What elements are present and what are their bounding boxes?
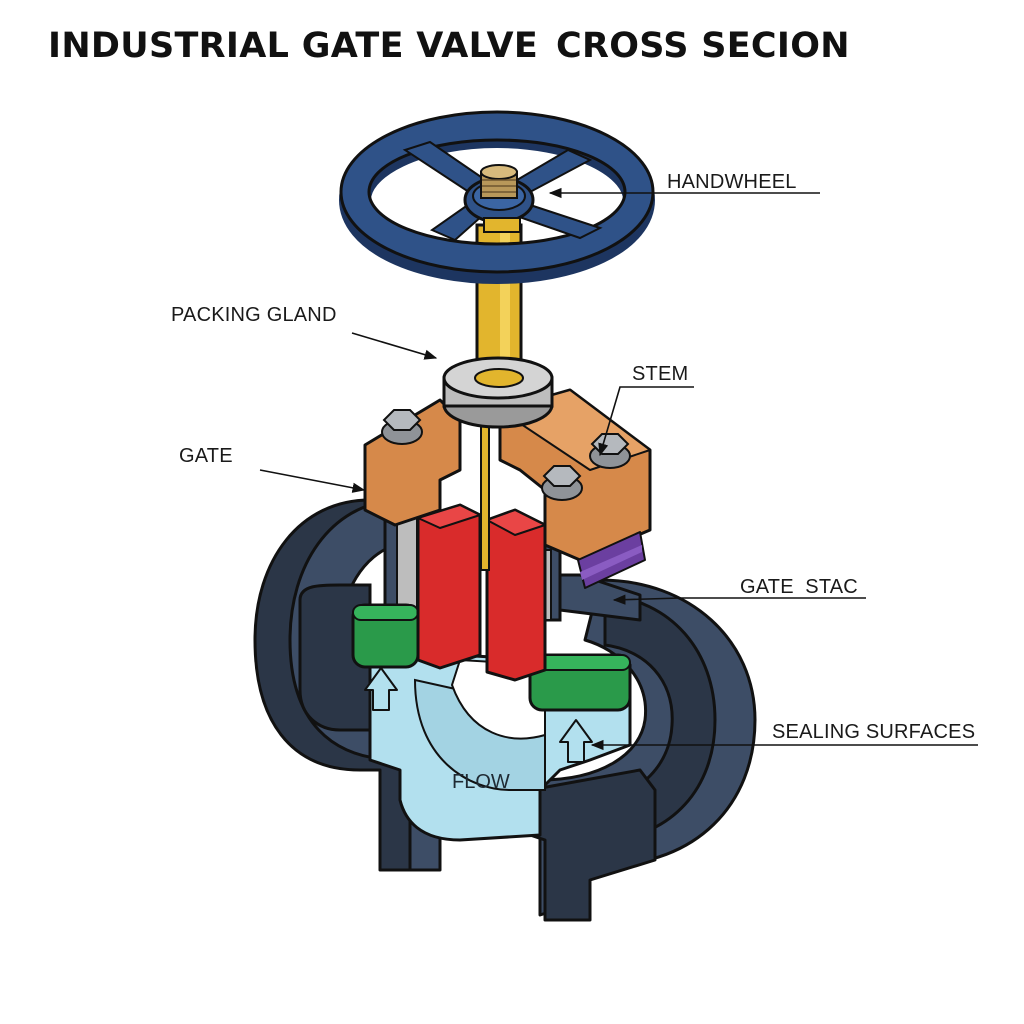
leader-lines xyxy=(259,187,978,751)
gasket-lower xyxy=(580,545,642,580)
liner-left xyxy=(396,514,418,616)
bolt-center xyxy=(541,465,583,501)
flow-arrow-left xyxy=(364,667,398,711)
bolt-left xyxy=(381,409,423,445)
wheel-rim-edge-outer xyxy=(339,110,655,274)
label-handwheel: HANDWHEEL xyxy=(667,171,797,193)
leader-stem xyxy=(598,386,694,457)
gate-left-half xyxy=(416,503,482,670)
body-right-flange xyxy=(528,768,657,922)
wheel-rim-edge-inner xyxy=(367,138,627,246)
leader-gate-stac xyxy=(612,594,866,605)
packing-gland xyxy=(442,356,554,429)
seats xyxy=(351,603,632,712)
leader-packing-gland xyxy=(351,332,438,360)
label-sealing-surfaces: SEALING SURFACES xyxy=(772,721,976,743)
stem-nut-top xyxy=(480,164,518,180)
wheel-rim xyxy=(341,112,653,272)
leader-gate xyxy=(259,469,366,493)
gate-wedge xyxy=(416,503,547,682)
handwheel xyxy=(339,110,655,284)
flow-bore-opening xyxy=(450,658,546,740)
bolt-right xyxy=(589,433,631,469)
label-gate-stac: GATE STAC xyxy=(740,576,858,598)
flow-arrow-right xyxy=(559,719,593,763)
stem-collar xyxy=(483,217,521,233)
page-title: INDUSTRIAL GATE VALVE xyxy=(48,26,539,66)
stem-lower xyxy=(480,419,490,571)
label-packing-gland: PACKING GLAND xyxy=(171,304,337,326)
gland-hole xyxy=(474,368,524,388)
seat-left-top xyxy=(352,604,419,621)
page-subtitle: CROSS SECION xyxy=(556,26,850,66)
label-flow: FLOW xyxy=(452,771,510,793)
label-gate: GATE xyxy=(179,445,233,467)
label-stem: STEM xyxy=(632,363,689,385)
stem-highlight xyxy=(500,228,510,392)
